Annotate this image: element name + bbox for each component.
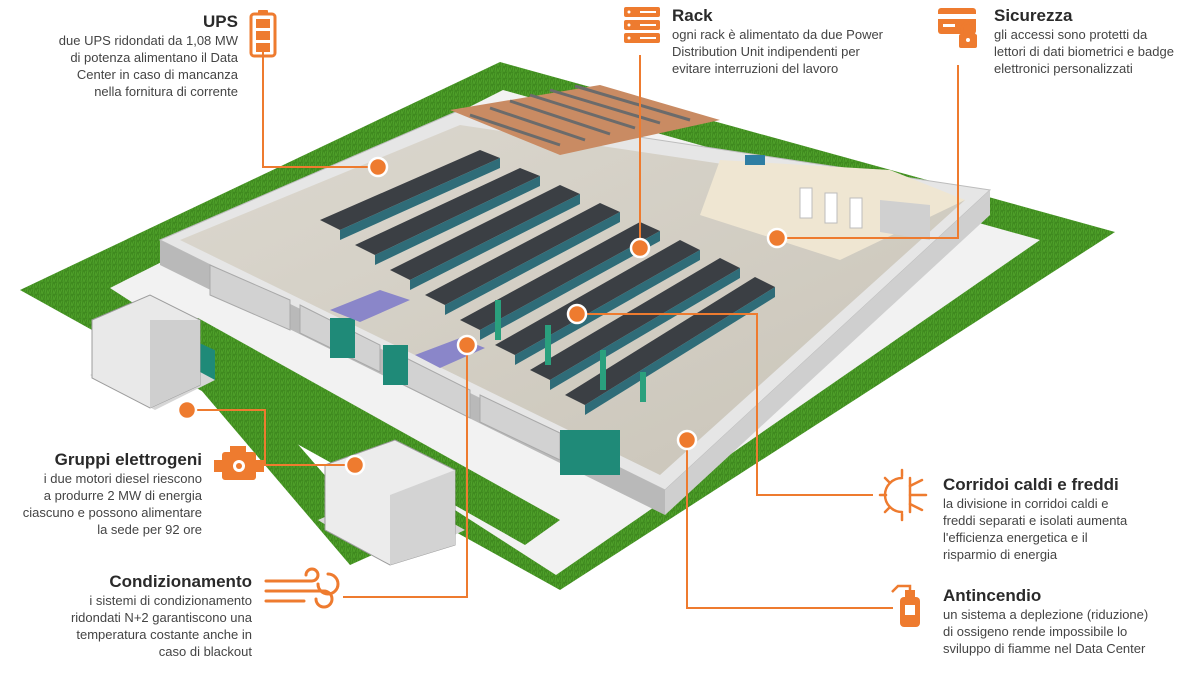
leader-lines <box>187 45 959 609</box>
rack-callout: Rack ogni rack è alimentato da due Power… <box>672 6 922 77</box>
ups-callout: UPS due UPS ridondati da 1,08 MW di pote… <box>0 12 238 100</box>
gruppi-dot-1 <box>176 399 198 421</box>
corridoi-title: Corridoi caldi e freddi <box>943 475 1119 494</box>
ups-desc-4: nella fornitura di corrente <box>94 84 238 99</box>
corridoi-dot <box>566 303 588 325</box>
condizionamento-callout: Condizionamento i sistemi di condizionam… <box>42 572 252 660</box>
gruppi-desc-3: ciascuno e possono alimentare <box>22 505 202 520</box>
antincendio-desc-1: un sistema a deplezione (riduzione) <box>943 607 1149 622</box>
condizionamento-desc-4: caso di blackout <box>158 644 252 659</box>
gruppi-desc-1: i due motori diesel riescono <box>43 471 202 486</box>
condizionamento-desc-3: temperatura costante anche in <box>76 627 252 642</box>
rack-dot <box>629 237 651 259</box>
air-flow-icon <box>264 567 340 609</box>
corridoi-desc-2: freddi separati e isolati aumenta <box>943 513 1128 528</box>
condizionamento-desc-2: ridondati N+2 garantiscono una <box>70 610 252 625</box>
sicurezza-desc-2: lettori di dati biometrici e badge <box>994 44 1174 59</box>
corridoi-desc-3: l'efficienza energetica e il <box>943 530 1088 545</box>
sicurezza-callout: Sicurezza gli accessi sono protetti da l… <box>994 6 1199 77</box>
ups-desc-2: di potenza alimentano il Data <box>70 50 238 65</box>
antincendio-desc-3: sviluppo di fiamme nel Data Center <box>943 641 1146 656</box>
gruppi-desc-4: la sede per 92 ore <box>97 522 202 537</box>
rack-desc-3: evitare interruzioni del lavoro <box>672 61 839 76</box>
sicurezza-desc-3: elettronici personalizzati <box>994 61 1133 76</box>
ups-title: UPS <box>203 12 238 31</box>
corridoi-desc-1: la divisione in corridoi caldi e <box>943 496 1109 511</box>
generator-1 <box>90 294 215 410</box>
engine-icon <box>214 446 264 480</box>
card-lock-icon <box>938 8 977 48</box>
rack-rows <box>320 150 775 415</box>
condizionamento-dot <box>456 334 478 356</box>
rack-desc-1: ogni rack è alimentato da due Power <box>672 27 884 42</box>
gruppi-title: Gruppi elettrogeni <box>54 450 202 469</box>
gruppi-callout: Gruppi elettrogeni i due motori diesel r… <box>2 450 202 538</box>
sun-snowflake-icon <box>878 468 928 522</box>
ups-desc-1: due UPS ridondati da 1,08 MW <box>58 33 238 48</box>
server-rack-icon <box>624 7 660 43</box>
ups-dot <box>367 156 389 178</box>
sicurezza-desc-1: gli accessi sono protetti da <box>994 27 1148 42</box>
rack-desc-2: Distribution Unit indipendenti per <box>672 44 860 59</box>
rack-title: Rack <box>672 6 713 25</box>
gruppi-desc-2: a produrre 2 MW di energia <box>43 488 202 503</box>
sicurezza-title: Sicurezza <box>994 6 1073 25</box>
antincendio-dot <box>676 429 698 451</box>
ups-desc-3: Center in caso di mancanza <box>76 67 238 82</box>
fire-extinguisher-icon <box>891 584 920 627</box>
antincendio-desc-2: di ossigeno rende impossibile lo <box>943 624 1128 639</box>
front-rooms <box>175 264 620 475</box>
corridoi-callout: Corridoi caldi e freddi la divisione in … <box>943 475 1188 563</box>
callout-dots <box>176 156 788 476</box>
antincendio-title: Antincendio <box>943 586 1042 605</box>
condizionamento-title: Condizionamento <box>109 572 252 591</box>
condizionamento-desc-1: i sistemi di condizionamento <box>89 593 252 608</box>
corridoi-desc-4: risparmio di energia <box>943 547 1058 562</box>
gruppi-dot-2 <box>344 454 366 476</box>
sicurezza-dot <box>766 227 788 249</box>
office-area <box>700 155 965 260</box>
antincendio-callout: Antincendio un sistema a deplezione (rid… <box>943 586 1193 657</box>
auditorium <box>450 84 720 155</box>
battery-icon <box>249 10 277 58</box>
